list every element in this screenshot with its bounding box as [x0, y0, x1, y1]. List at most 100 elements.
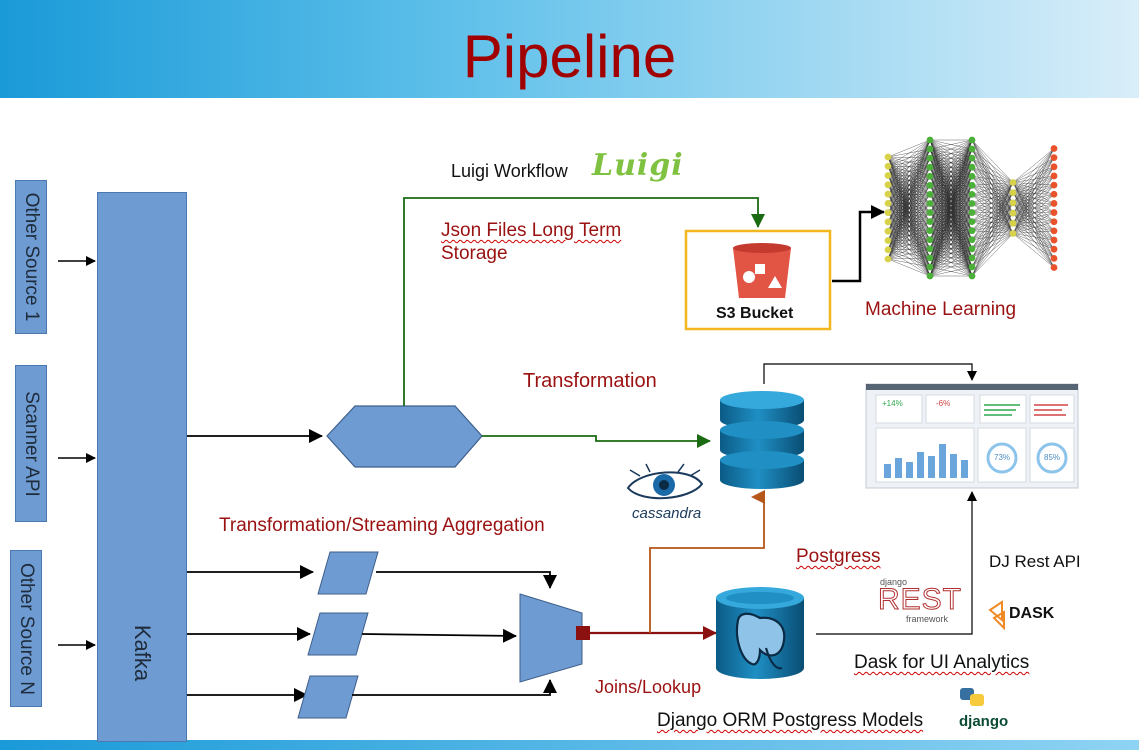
- postgres-to-dashboard-arrow: [816, 491, 977, 635]
- nn-edge: [971, 202, 1014, 222]
- nn-node: [1050, 236, 1058, 244]
- cassandra-database-icon: [720, 391, 804, 489]
- nn-edge: [1012, 182, 1055, 213]
- nn-edge: [971, 182, 1014, 249]
- nn-node: [884, 190, 892, 198]
- nn-edge: [971, 202, 1014, 277]
- nn-edge: [971, 203, 1014, 224]
- nn-edge: [1012, 175, 1055, 204]
- json-storage-text-1: Json Files Long Term: [441, 220, 622, 241]
- dashboard-kpi-2: -6%: [936, 399, 951, 408]
- nn-edge: [971, 148, 1014, 204]
- nn-edge: [971, 202, 1014, 240]
- nn-edge: [1012, 166, 1055, 183]
- nn-node: [926, 209, 934, 216]
- nn-edge: [1012, 166, 1055, 224]
- nn-edge: [971, 192, 1014, 249]
- nn-edge: [971, 182, 1014, 277]
- nn-edge: [1012, 202, 1055, 232]
- dask-analytics-text: Dask for UI Analytics: [854, 652, 1030, 673]
- nn-edge: [971, 182, 1014, 213]
- nn-edge: [1012, 233, 1055, 250]
- nn-edge: [971, 230, 1014, 234]
- nn-edge: [929, 139, 973, 213]
- nn-node: [884, 246, 892, 254]
- nn-edge: [1012, 175, 1055, 224]
- kafka-box: Kafka: [97, 192, 187, 742]
- footer-bar: [0, 740, 1139, 750]
- nn-edge: [929, 139, 973, 150]
- nn-edge: [1012, 157, 1055, 183]
- nn-node: [926, 163, 934, 171]
- nn-edge: [1012, 223, 1055, 232]
- nn-edge: [971, 223, 1014, 249]
- nn-node: [884, 199, 892, 207]
- nn-edge: [971, 212, 1014, 268]
- nn-edge: [1012, 185, 1055, 234]
- nn-edge: [929, 139, 973, 159]
- nn-edge: [971, 148, 1014, 234]
- dashboard-bar: [928, 456, 935, 478]
- nn-edge: [971, 223, 1014, 259]
- nn-edge: [887, 194, 931, 260]
- nn-edge: [971, 139, 1014, 203]
- nn-node: [968, 163, 976, 171]
- nn-edge: [929, 139, 973, 277]
- cassandra-label: cassandra: [632, 505, 702, 522]
- nn-edge: [971, 167, 1014, 234]
- nn-edge: [1012, 157, 1055, 204]
- dashboard-screenshot: [865, 383, 1079, 489]
- nn-edge: [887, 176, 931, 260]
- nn-edge: [929, 149, 973, 277]
- nn-edge: [887, 258, 931, 277]
- nn-node: [1050, 190, 1058, 198]
- dashboard-gauge-1: 73%: [994, 453, 1011, 462]
- aggregation-arrows: [352, 571, 557, 696]
- nn-node: [1050, 264, 1058, 271]
- nn-edge: [929, 139, 973, 195]
- header-banner: [0, 0, 1139, 98]
- nn-edge: [971, 212, 1014, 240]
- nn-edge: [887, 139, 931, 232]
- nn-edge: [1012, 182, 1055, 204]
- luigi-workflow-arrow: [403, 197, 765, 406]
- json-storage-label-1: Json Files Long Term: [441, 220, 621, 242]
- nn-edge: [929, 139, 973, 258]
- postgres-to-cassandra-arrow: [649, 490, 765, 633]
- nn-node: [1050, 209, 1058, 216]
- nn-edge: [929, 203, 973, 277]
- nn-node: [1009, 230, 1017, 237]
- nn-edge: [971, 148, 1014, 193]
- nn-edge: [971, 157, 1014, 193]
- nn-edge: [971, 212, 1014, 214]
- nn-edge: [887, 248, 931, 260]
- nn-edge: [971, 158, 1014, 214]
- nn-node: [1050, 218, 1058, 226]
- nn-edge: [971, 233, 1014, 277]
- s3-bucket-label: S3 Bucket: [716, 305, 794, 322]
- nn-edge: [971, 185, 1014, 214]
- dashboard-gauge-2: 85%: [1044, 453, 1061, 462]
- nn-node: [884, 209, 892, 217]
- nn-node: [968, 272, 976, 280]
- nn-edge: [1012, 194, 1055, 224]
- nn-edge: [971, 148, 1014, 224]
- nn-node: [884, 181, 892, 189]
- nn-edge: [971, 221, 1014, 234]
- nn-edge: [971, 233, 1014, 240]
- nn-edge: [1012, 166, 1055, 204]
- nn-edge: [929, 194, 973, 277]
- nn-edge: [1012, 203, 1055, 214]
- nn-edge: [971, 192, 1014, 204]
- nn-node: [926, 272, 934, 280]
- postgress-text: Postgress: [796, 546, 881, 567]
- transformation-label: Transformation: [523, 370, 657, 392]
- nn-node: [968, 136, 976, 144]
- nn-node: [1009, 179, 1017, 186]
- nn-node: [968, 263, 976, 271]
- nn-edge: [1012, 148, 1055, 224]
- dask-icon: [988, 600, 1005, 631]
- nn-edge: [1012, 175, 1055, 193]
- nn-edge: [887, 203, 931, 260]
- nn-edge: [1012, 148, 1055, 234]
